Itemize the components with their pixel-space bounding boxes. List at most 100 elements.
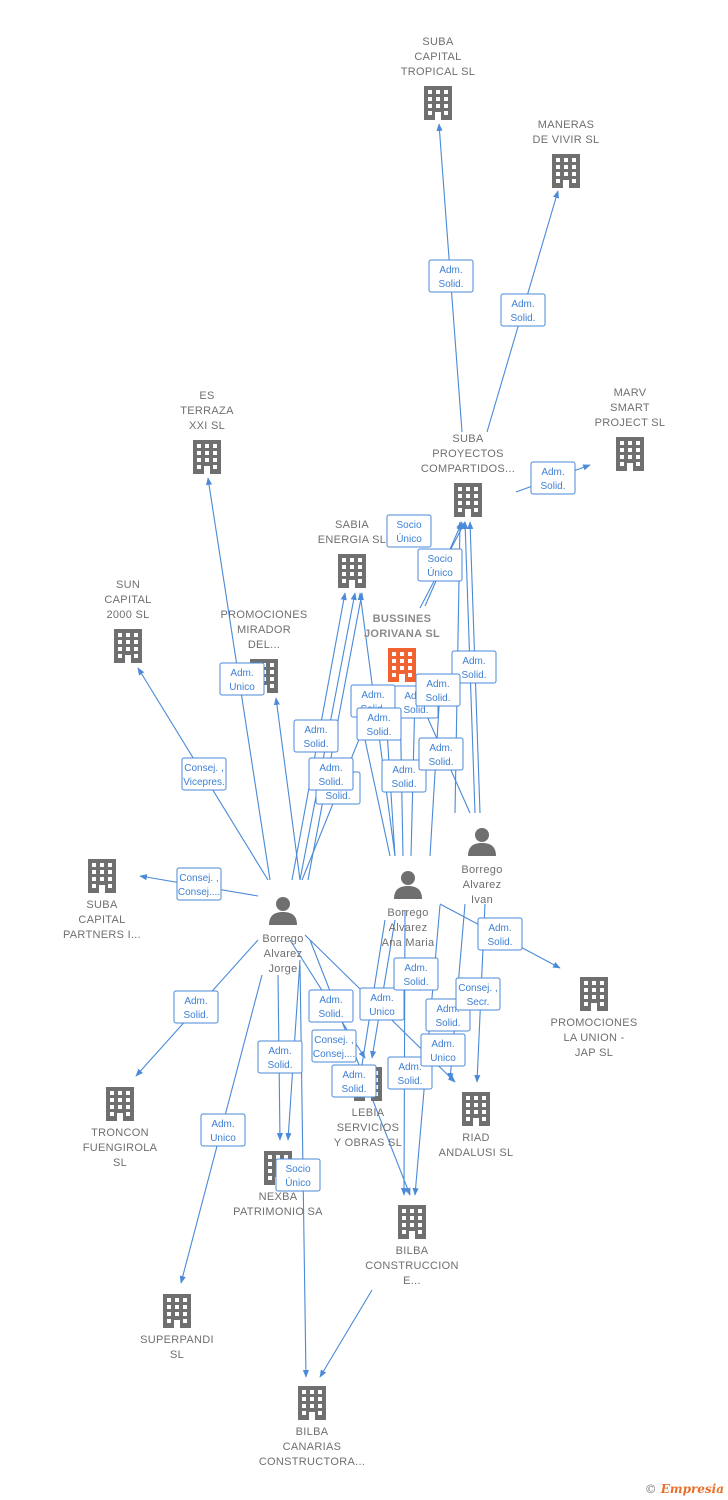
node-label-line: SUBA: [452, 433, 484, 445]
edge-label-box: [393, 957, 439, 991]
node-superpandi[interactable]: SUPERPANDI SL: [140, 1294, 214, 1361]
node-label-line: SUBA: [86, 899, 118, 911]
brand-watermark[interactable]: ©Empresia: [645, 1482, 724, 1496]
edge-label-30[interactable]: Adm.Unico: [200, 1113, 246, 1147]
edge-label-24[interactable]: Consej. ,Secr.: [455, 977, 501, 1011]
edge-33: [400, 909, 408, 1196]
edge-label-19[interactable]: Adm.Unico: [359, 987, 405, 1021]
edge-label-box: [477, 917, 523, 951]
edge-label-13[interactable]: Adm.Solid.: [415, 673, 461, 707]
edge-label-2[interactable]: Adm.Solid.: [530, 461, 576, 495]
edge-label-box: [173, 990, 219, 1024]
edge-label-17[interactable]: Adm.Solid.: [356, 707, 402, 741]
edge-label-text: Adm.: [230, 668, 253, 679]
person-icon: [269, 897, 297, 925]
node-bilba-canarias[interactable]: BILBACANARIASCONSTRUCTORA...: [259, 1386, 365, 1468]
edge-label-11[interactable]: Adm.Solid.: [418, 737, 464, 771]
edge-label-9[interactable]: Adm.Solid.: [381, 759, 427, 793]
edge-label-0[interactable]: Adm.Solid.: [428, 259, 474, 293]
building-icon: [106, 1087, 134, 1121]
edge-label-text: Adm.: [184, 996, 207, 1007]
edge-label-15[interactable]: Consej. ,Consej....: [176, 867, 222, 901]
node-label-line: NEXBA: [259, 1191, 298, 1203]
edge-label-text: Adm.: [367, 713, 390, 724]
node-label-line: LEBIA: [352, 1107, 385, 1119]
node-label-line: SUPERPANDI: [140, 1334, 214, 1346]
edge-label-text: Consej....: [313, 1049, 355, 1060]
edge-label-20[interactable]: Adm. Solid.: [308, 989, 354, 1023]
node-label-line: CAPITAL: [104, 594, 151, 606]
edge-label-12[interactable]: Adm.Solid.: [451, 650, 497, 684]
edge-label-text: Vicepres.: [183, 777, 225, 788]
edge-label-18[interactable]: Adm.Solid.: [173, 990, 219, 1024]
edge-label-text: Único: [396, 532, 422, 545]
node-label-line: CONSTRUCCION: [365, 1260, 458, 1272]
edge-label-21[interactable]: Adm.Solid.: [477, 917, 523, 951]
edge-label-box: [181, 757, 227, 791]
building-icon: [388, 648, 416, 682]
edge-label-text: Adm.: [541, 467, 564, 478]
edge-label-text: Único: [285, 1176, 311, 1189]
edge-label-1[interactable]: Adm.Solid.: [500, 293, 546, 327]
edge-label-text: Socio: [396, 520, 421, 531]
edge-label-text: Adm.: [439, 265, 462, 276]
edge-label-text: Solid.: [461, 670, 486, 681]
edge-label-text: Solid.: [397, 1076, 422, 1087]
edge-label-box: [500, 293, 546, 327]
node-suba-proyectos[interactable]: SUBAPROYECTOSCOMPARTIDOS...: [421, 433, 515, 517]
edge-label-box: [530, 461, 576, 495]
edge-label-22[interactable]: Adm. Solid.: [393, 957, 439, 991]
node-promociones-mirador[interactable]: PROMOCIONESMIRADORDEL...: [220, 609, 307, 693]
edge-label-8[interactable]: Adm.Solid.: [308, 757, 354, 791]
node-label-line: E...: [403, 1275, 421, 1287]
node-bilba-construccion[interactable]: BILBACONSTRUCCIONE...: [365, 1205, 458, 1287]
edge-label-25[interactable]: Consej. ,Consej....: [311, 1029, 357, 1063]
edge-label-text: Adm.: [342, 1070, 365, 1081]
node-label-line: DEL...: [248, 639, 280, 651]
edge-label-29[interactable]: Adm.Unico: [420, 1033, 466, 1067]
edge-label-text: Solid.: [403, 977, 428, 988]
edge-label-text: Adm.: [404, 963, 427, 974]
edge-label-28[interactable]: Adm.Solid.: [331, 1064, 377, 1098]
node-label-line: XXI SL: [189, 420, 225, 432]
node-label-line: SUN: [116, 579, 140, 591]
edge-label-text: Adm.: [319, 995, 342, 1006]
edge-label-14[interactable]: Consej. ,Vicepres.: [181, 757, 227, 791]
building-icon: [114, 629, 142, 663]
edge-label-box: [257, 1040, 303, 1074]
brand-name: Empresia: [660, 1482, 724, 1496]
edge-label-text: Solid.: [391, 779, 416, 790]
edge-label-text: Unico: [210, 1133, 236, 1144]
edge-label-text: Solid.: [318, 1009, 343, 1020]
building-icon: [424, 86, 452, 120]
node-label-line: TRONCON: [91, 1127, 149, 1139]
edge-label-box: [200, 1113, 246, 1147]
edge-label-5[interactable]: Adm.Unico: [219, 662, 265, 696]
edge-label-6[interactable]: Adm.Solid.: [293, 719, 339, 753]
building-icon: [454, 483, 482, 517]
node-label-line: SL: [170, 1349, 184, 1361]
building-icon: [462, 1092, 490, 1126]
edge-label-text: Adm.: [429, 743, 452, 754]
edge-label-26[interactable]: Adm.Solid.: [257, 1040, 303, 1074]
